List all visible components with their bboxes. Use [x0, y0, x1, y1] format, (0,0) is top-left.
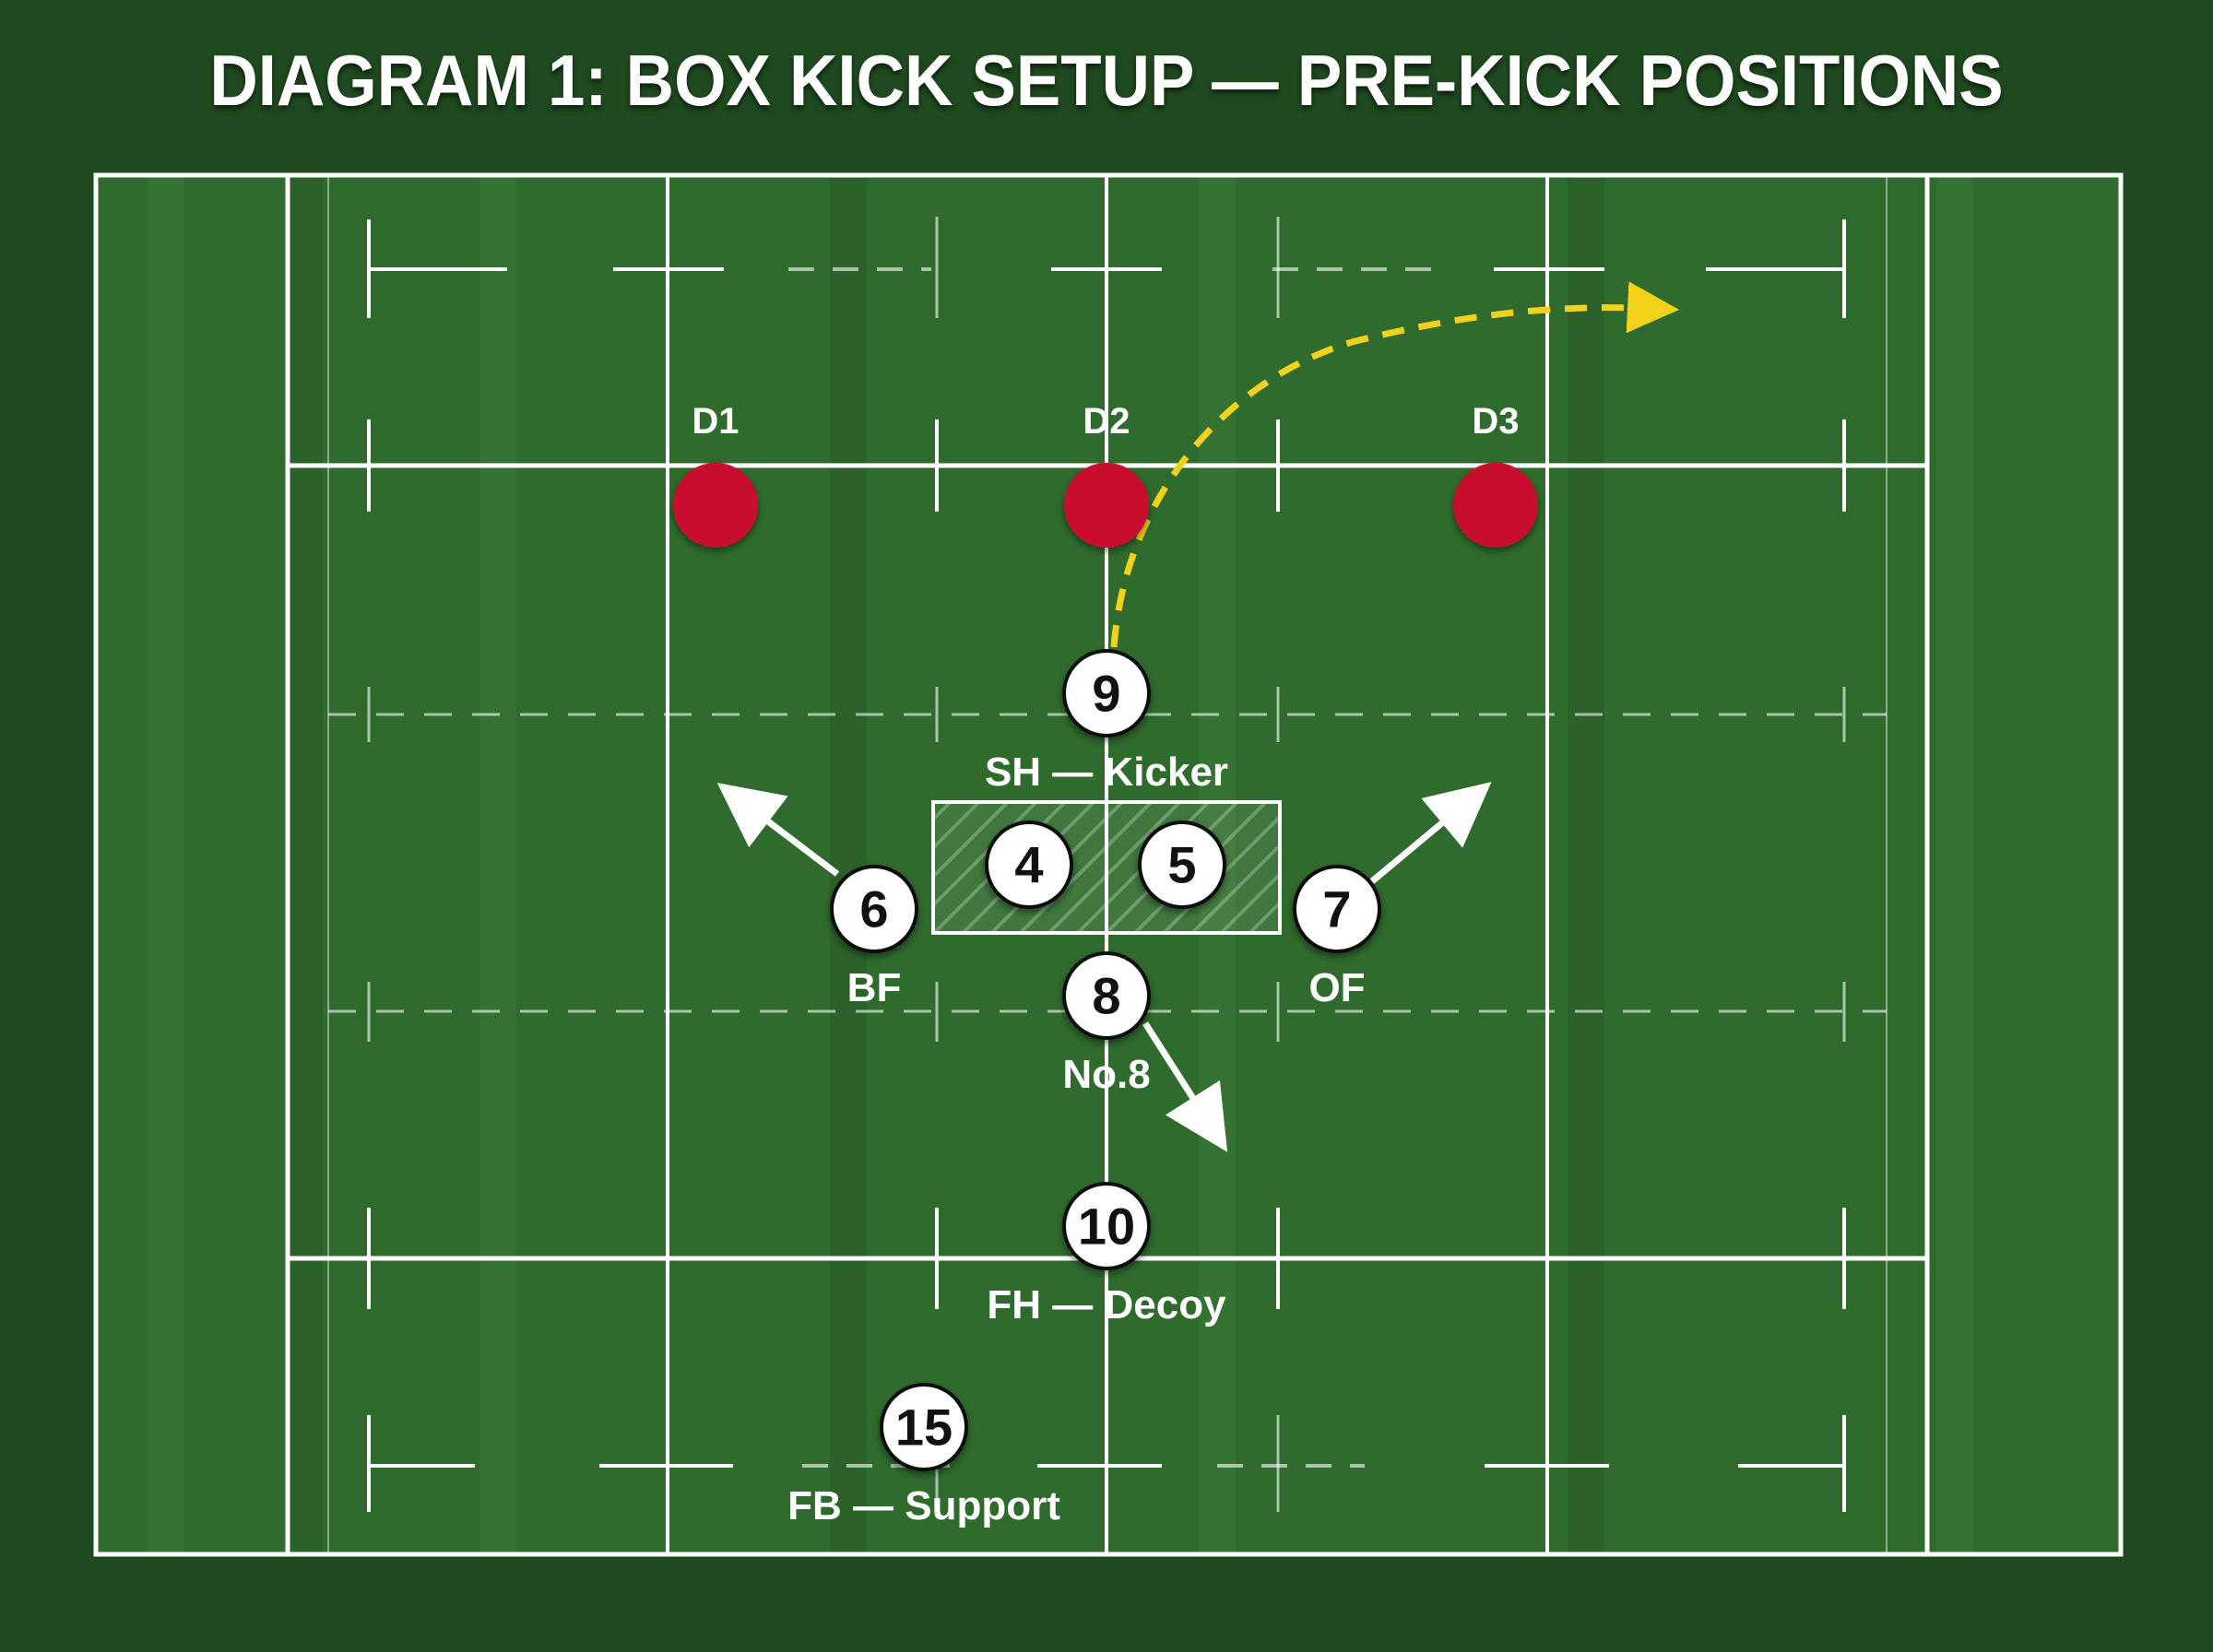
run-arrow-blindside	[716, 783, 840, 877]
player-full-back: 15 FB — Support	[787, 1383, 1060, 1528]
player-scrum-half: 9 SH — Kicker	[985, 649, 1228, 795]
player-number: 7	[1322, 880, 1351, 938]
player-number: 6	[859, 880, 888, 938]
player-number-eight: 8 No.8	[1062, 951, 1151, 1097]
player-label: OF	[1308, 965, 1365, 1010]
run-arrow-number-eight	[1142, 1021, 1228, 1152]
run-lines	[716, 782, 1492, 1152]
player-number: 10	[1078, 1198, 1135, 1256]
defender-label: D2	[1083, 401, 1130, 442]
player-number: 9	[1092, 665, 1120, 723]
defender-label: D1	[692, 401, 739, 442]
player-blindside-flanker: 6 BF	[830, 865, 918, 1010]
run-arrow-openside	[1369, 782, 1492, 884]
player-number: 4	[1014, 836, 1043, 894]
defender-d2: D2	[1064, 401, 1149, 548]
player-label: FB — Support	[787, 1483, 1060, 1528]
player-label: SH — Kicker	[985, 749, 1228, 795]
player-label: No.8	[1062, 1052, 1150, 1097]
player-fly-half: 10 FH — Decoy	[987, 1182, 1226, 1328]
player-lock-left: 4	[985, 820, 1073, 909]
player-number: 5	[1167, 836, 1196, 894]
player-label: BF	[847, 965, 902, 1010]
player-openside-flanker: 7 OF	[1293, 865, 1381, 1010]
defender-d3: D3	[1453, 401, 1538, 548]
defender-d1: D1	[673, 401, 758, 548]
player-label: FH — Decoy	[987, 1282, 1226, 1328]
player-lock-right: 5	[1138, 820, 1226, 909]
defender-label: D3	[1472, 401, 1519, 442]
player-number: 8	[1092, 967, 1120, 1025]
kick-path-arrow	[1110, 281, 1679, 648]
player-number: 15	[895, 1398, 953, 1457]
diagram-title: DIAGRAM 1: BOX KICK SETUP — PRE-KICK POS…	[209, 40, 2004, 121]
